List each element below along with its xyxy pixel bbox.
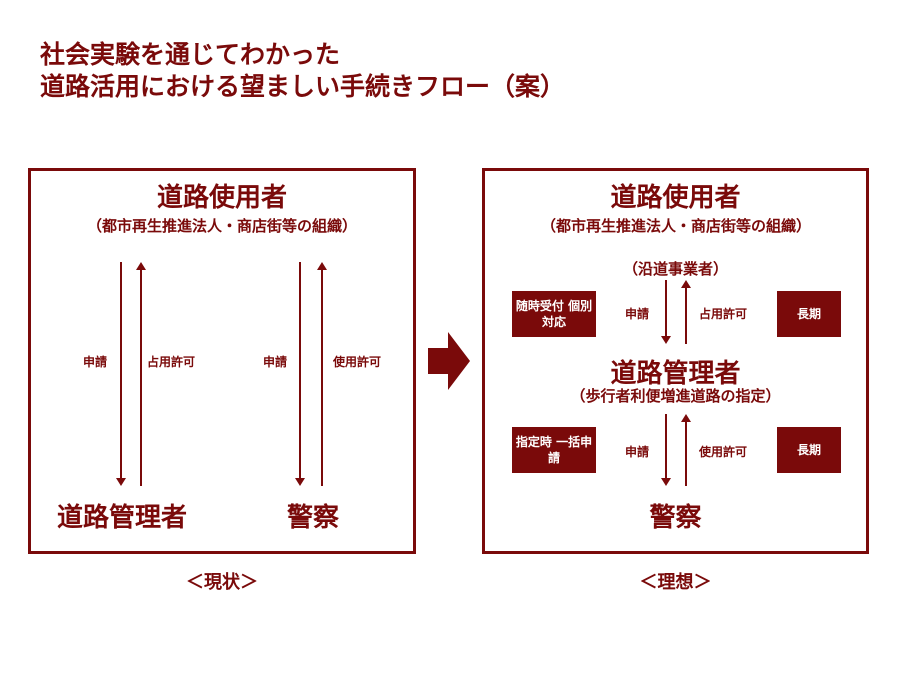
ideal-caption: ＜理想＞: [639, 572, 712, 593]
ideal-bottom-down-label: 申請: [625, 445, 650, 459]
current-flow-panel: 道路使用者 （都市再生推進法人・商店街等の組織） 申請 占用許可 申請 使用許可…: [28, 168, 416, 554]
ideal-flow-panel: 道路使用者 （都市再生推進法人・商店街等の組織） （沿道事業者） 随時受付 個別…: [482, 168, 869, 554]
box-long-term-top: 長期: [777, 291, 841, 337]
current-left-down-arrowhead: [116, 478, 126, 486]
ideal-bottom-up-arrowhead: [681, 414, 691, 422]
current-right-down-arrowhead: [295, 478, 305, 486]
ideal-user-title: 道路使用者: [610, 183, 741, 213]
current-right-down-label: 申請: [263, 355, 288, 369]
page-title-line2: 道路活用における望ましい手続きフロー（案）: [40, 72, 566, 101]
ideal-manager-note: （歩行者利便増進道路の指定）: [570, 387, 781, 405]
current-caption: ＜現状＞: [186, 572, 258, 593]
current-user-title: 道路使用者: [156, 183, 287, 213]
box-ad-hoc-individual: 随時受付 個別対応: [512, 291, 596, 337]
ideal-top-down-label: 申請: [625, 307, 650, 321]
current-left-down-label: 申請: [83, 355, 108, 369]
box-long-term-bottom: 長期: [777, 427, 841, 473]
ideal-bottom-down-arrowhead: [661, 478, 671, 486]
box-bulk-application: 指定時 一括申請: [512, 427, 596, 473]
current-right-up-label: 使用許可: [333, 355, 382, 369]
ideal-manager-title: 道路管理者: [610, 359, 741, 389]
current-user-org: （都市再生推進法人・商店街等の組織）: [86, 217, 357, 235]
ideal-top-down-arrowhead: [661, 336, 671, 344]
current-right-up-arrowhead: [317, 262, 327, 270]
ideal-user-org: （都市再生推進法人・商店街等の組織）: [540, 217, 811, 235]
ideal-bottom-up-label: 使用許可: [699, 445, 748, 459]
ideal-user-org2: （沿道事業者）: [622, 260, 728, 278]
current-left-up-arrowhead: [136, 262, 146, 270]
ideal-top-up-arrowhead: [681, 280, 691, 288]
ideal-top-up-label: 占用許可: [699, 307, 748, 321]
page-title-line1: 社会実験を通じてわかった: [40, 40, 341, 69]
ideal-police-title: 警察: [649, 503, 702, 533]
transition-arrow-icon: [428, 332, 470, 390]
current-manager-title: 道路管理者: [57, 503, 188, 533]
current-left-up-label: 占用許可: [147, 355, 196, 369]
current-police-title: 警察: [287, 503, 340, 533]
